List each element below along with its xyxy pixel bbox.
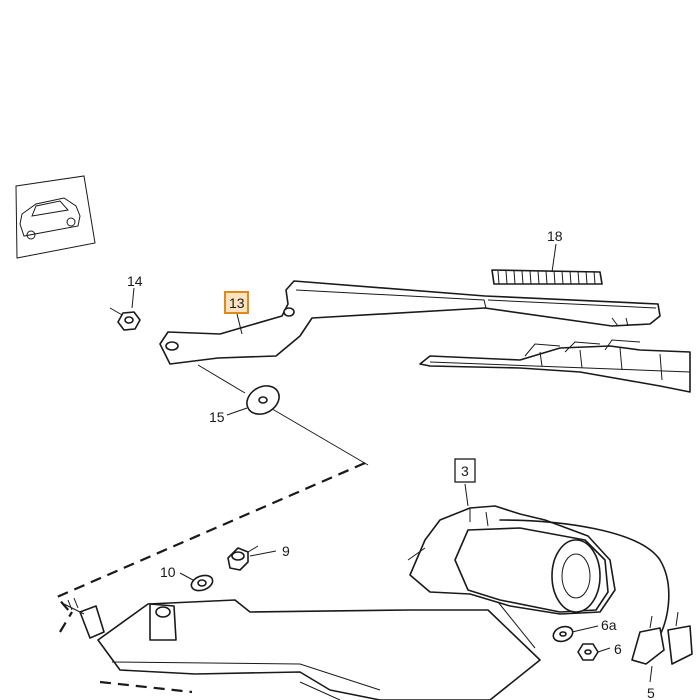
callout-10: 10: [160, 564, 176, 580]
callout-9: 9: [282, 543, 290, 559]
grommet-9-icon: [227, 545, 259, 571]
panel-outline: [55, 461, 366, 694]
wiper-linkage-icon: [63, 597, 541, 700]
callout-13: 13: [229, 295, 245, 311]
washer-6a-icon: [552, 625, 574, 643]
connector-5-icon: [631, 611, 693, 665]
callout-6a: 6a: [601, 617, 617, 633]
callout-3: 3: [461, 463, 469, 479]
wiper-rubber-icon: [491, 269, 603, 285]
wiper-arm-icon: [159, 280, 661, 365]
callout-6: 6: [614, 641, 622, 657]
nut-14-icon: [109, 307, 141, 331]
nut-6-icon: [577, 643, 599, 661]
car-thumbnail-icon: [15, 175, 96, 259]
leader-lines: [131, 243, 653, 683]
callout-3-box[interactable]: 3: [454, 458, 476, 483]
wiper-motor-icon: [407, 505, 670, 636]
washer-15-icon: [246, 385, 280, 415]
assembly-leader-line: [197, 364, 369, 466]
callout-15: 15: [209, 409, 225, 425]
washer-10-icon: [190, 574, 214, 592]
callout-18: 18: [547, 228, 563, 244]
callout-5: 5: [647, 685, 655, 700]
callout-14: 14: [127, 273, 143, 289]
wiper-blade-icon: [419, 339, 691, 393]
callout-13-box[interactable]: 13: [224, 291, 249, 314]
